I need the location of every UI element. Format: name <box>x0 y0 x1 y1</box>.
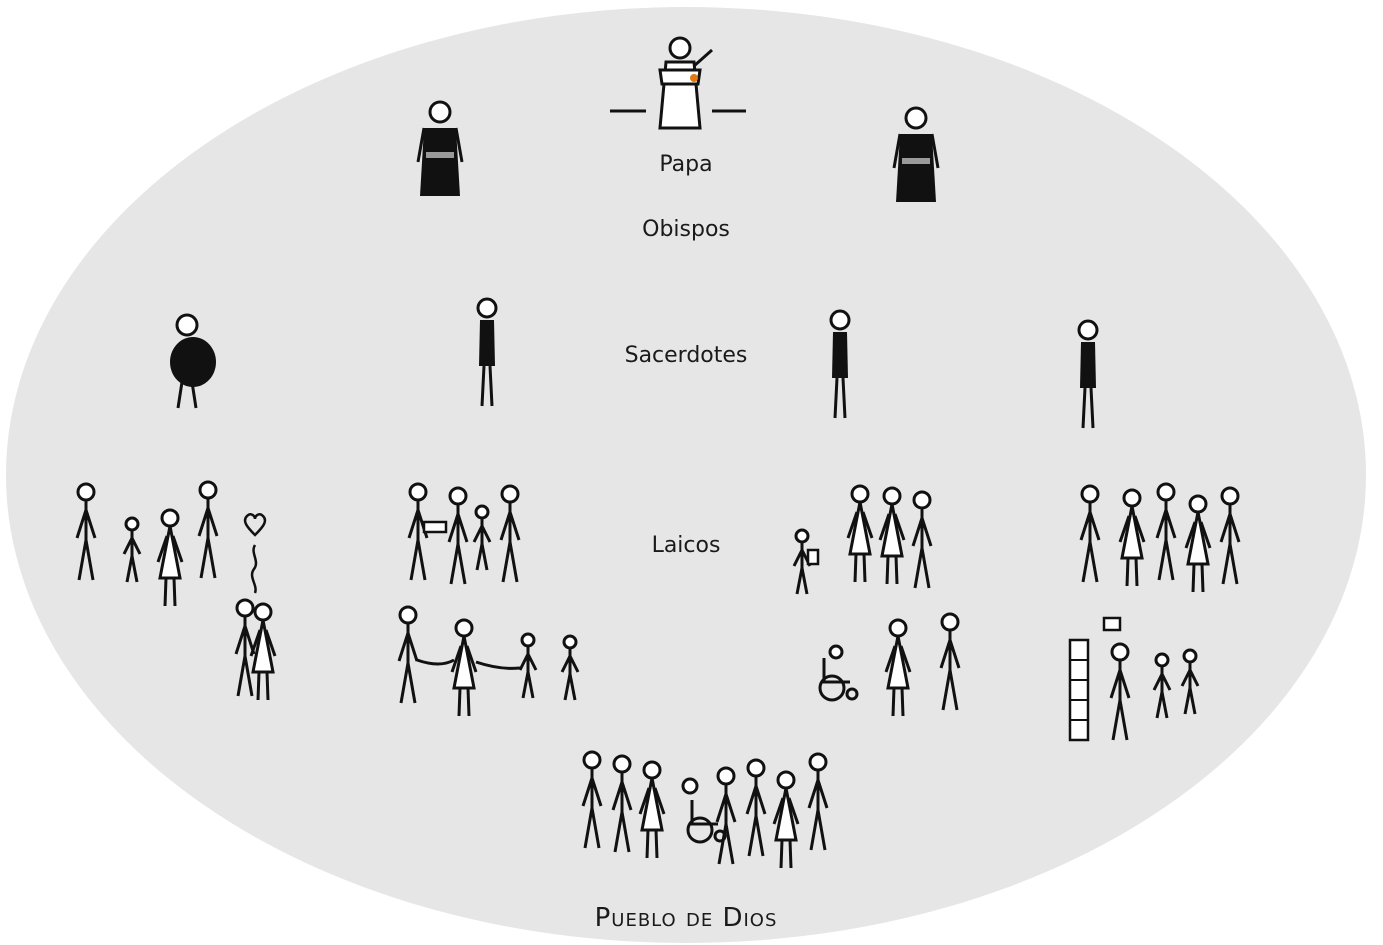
pope-figure <box>610 36 746 130</box>
level-label-laicos: Laicos <box>651 533 721 558</box>
crowd-group <box>581 750 829 870</box>
heart-icon <box>243 513 267 537</box>
lay-people-group-dancing <box>397 605 580 718</box>
lay-people-group-books <box>1068 616 1200 742</box>
level-label-papa: Papa <box>659 152 713 177</box>
lay-people-group-reading <box>407 482 521 586</box>
background-ellipse <box>6 7 1366 943</box>
level-label-obispos: Obispos <box>642 217 730 242</box>
lay-people-group-wheelchair <box>818 612 961 718</box>
lay-people-group-women <box>792 484 933 596</box>
level-label-pueblo-de-dios: Pueblo de Dios <box>594 903 778 933</box>
priest-figure-1 <box>170 313 216 409</box>
level-label-sacerdotes: Sacerdotes <box>624 343 748 368</box>
lay-people-group-family <box>75 480 267 608</box>
